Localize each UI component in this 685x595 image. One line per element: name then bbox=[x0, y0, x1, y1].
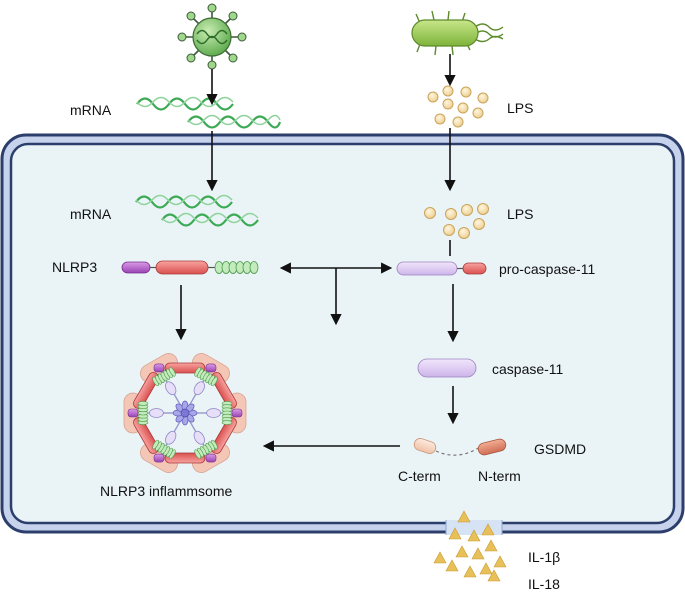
lps-inside-icon bbox=[424, 203, 489, 239]
lps-outside-icon bbox=[427, 85, 489, 128]
label-caspase-11: caspase-11 bbox=[492, 361, 564, 377]
mrna-inside-icon bbox=[135, 194, 259, 227]
label-n-term: N-term bbox=[478, 468, 521, 484]
gsdmd-icon bbox=[413, 438, 507, 456]
pro-caspase-11-icon bbox=[396, 261, 487, 276]
mrna-outside-icon bbox=[136, 96, 282, 129]
label-pro-caspase-11: pro-caspase-11 bbox=[499, 261, 595, 277]
label-lps-inside: LPS bbox=[507, 206, 533, 222]
nlrp3-protein-icon bbox=[121, 260, 259, 275]
cytoplasm bbox=[9, 142, 676, 525]
label-nlrp3: NLRP3 bbox=[52, 259, 97, 275]
virus-icon bbox=[177, 3, 247, 70]
label-il1b: IL-1β bbox=[528, 549, 560, 565]
label-il18: IL-18 bbox=[528, 576, 560, 592]
label-mrna-outside: mRNA bbox=[70, 102, 112, 118]
cytokines-icon bbox=[433, 510, 507, 582]
bacterium-icon bbox=[411, 10, 504, 56]
nlrp3-inflammasome-icon bbox=[123, 353, 247, 473]
label-gsdmd: GSDMD bbox=[534, 441, 586, 457]
label-mrna-inside: mRNA bbox=[70, 206, 112, 222]
label-lps-outside: LPS bbox=[507, 100, 533, 116]
caspase-11-icon bbox=[417, 358, 477, 378]
label-inflammasome: NLRP3 inflammsome bbox=[100, 483, 232, 499]
label-c-term: C-term bbox=[398, 468, 441, 484]
